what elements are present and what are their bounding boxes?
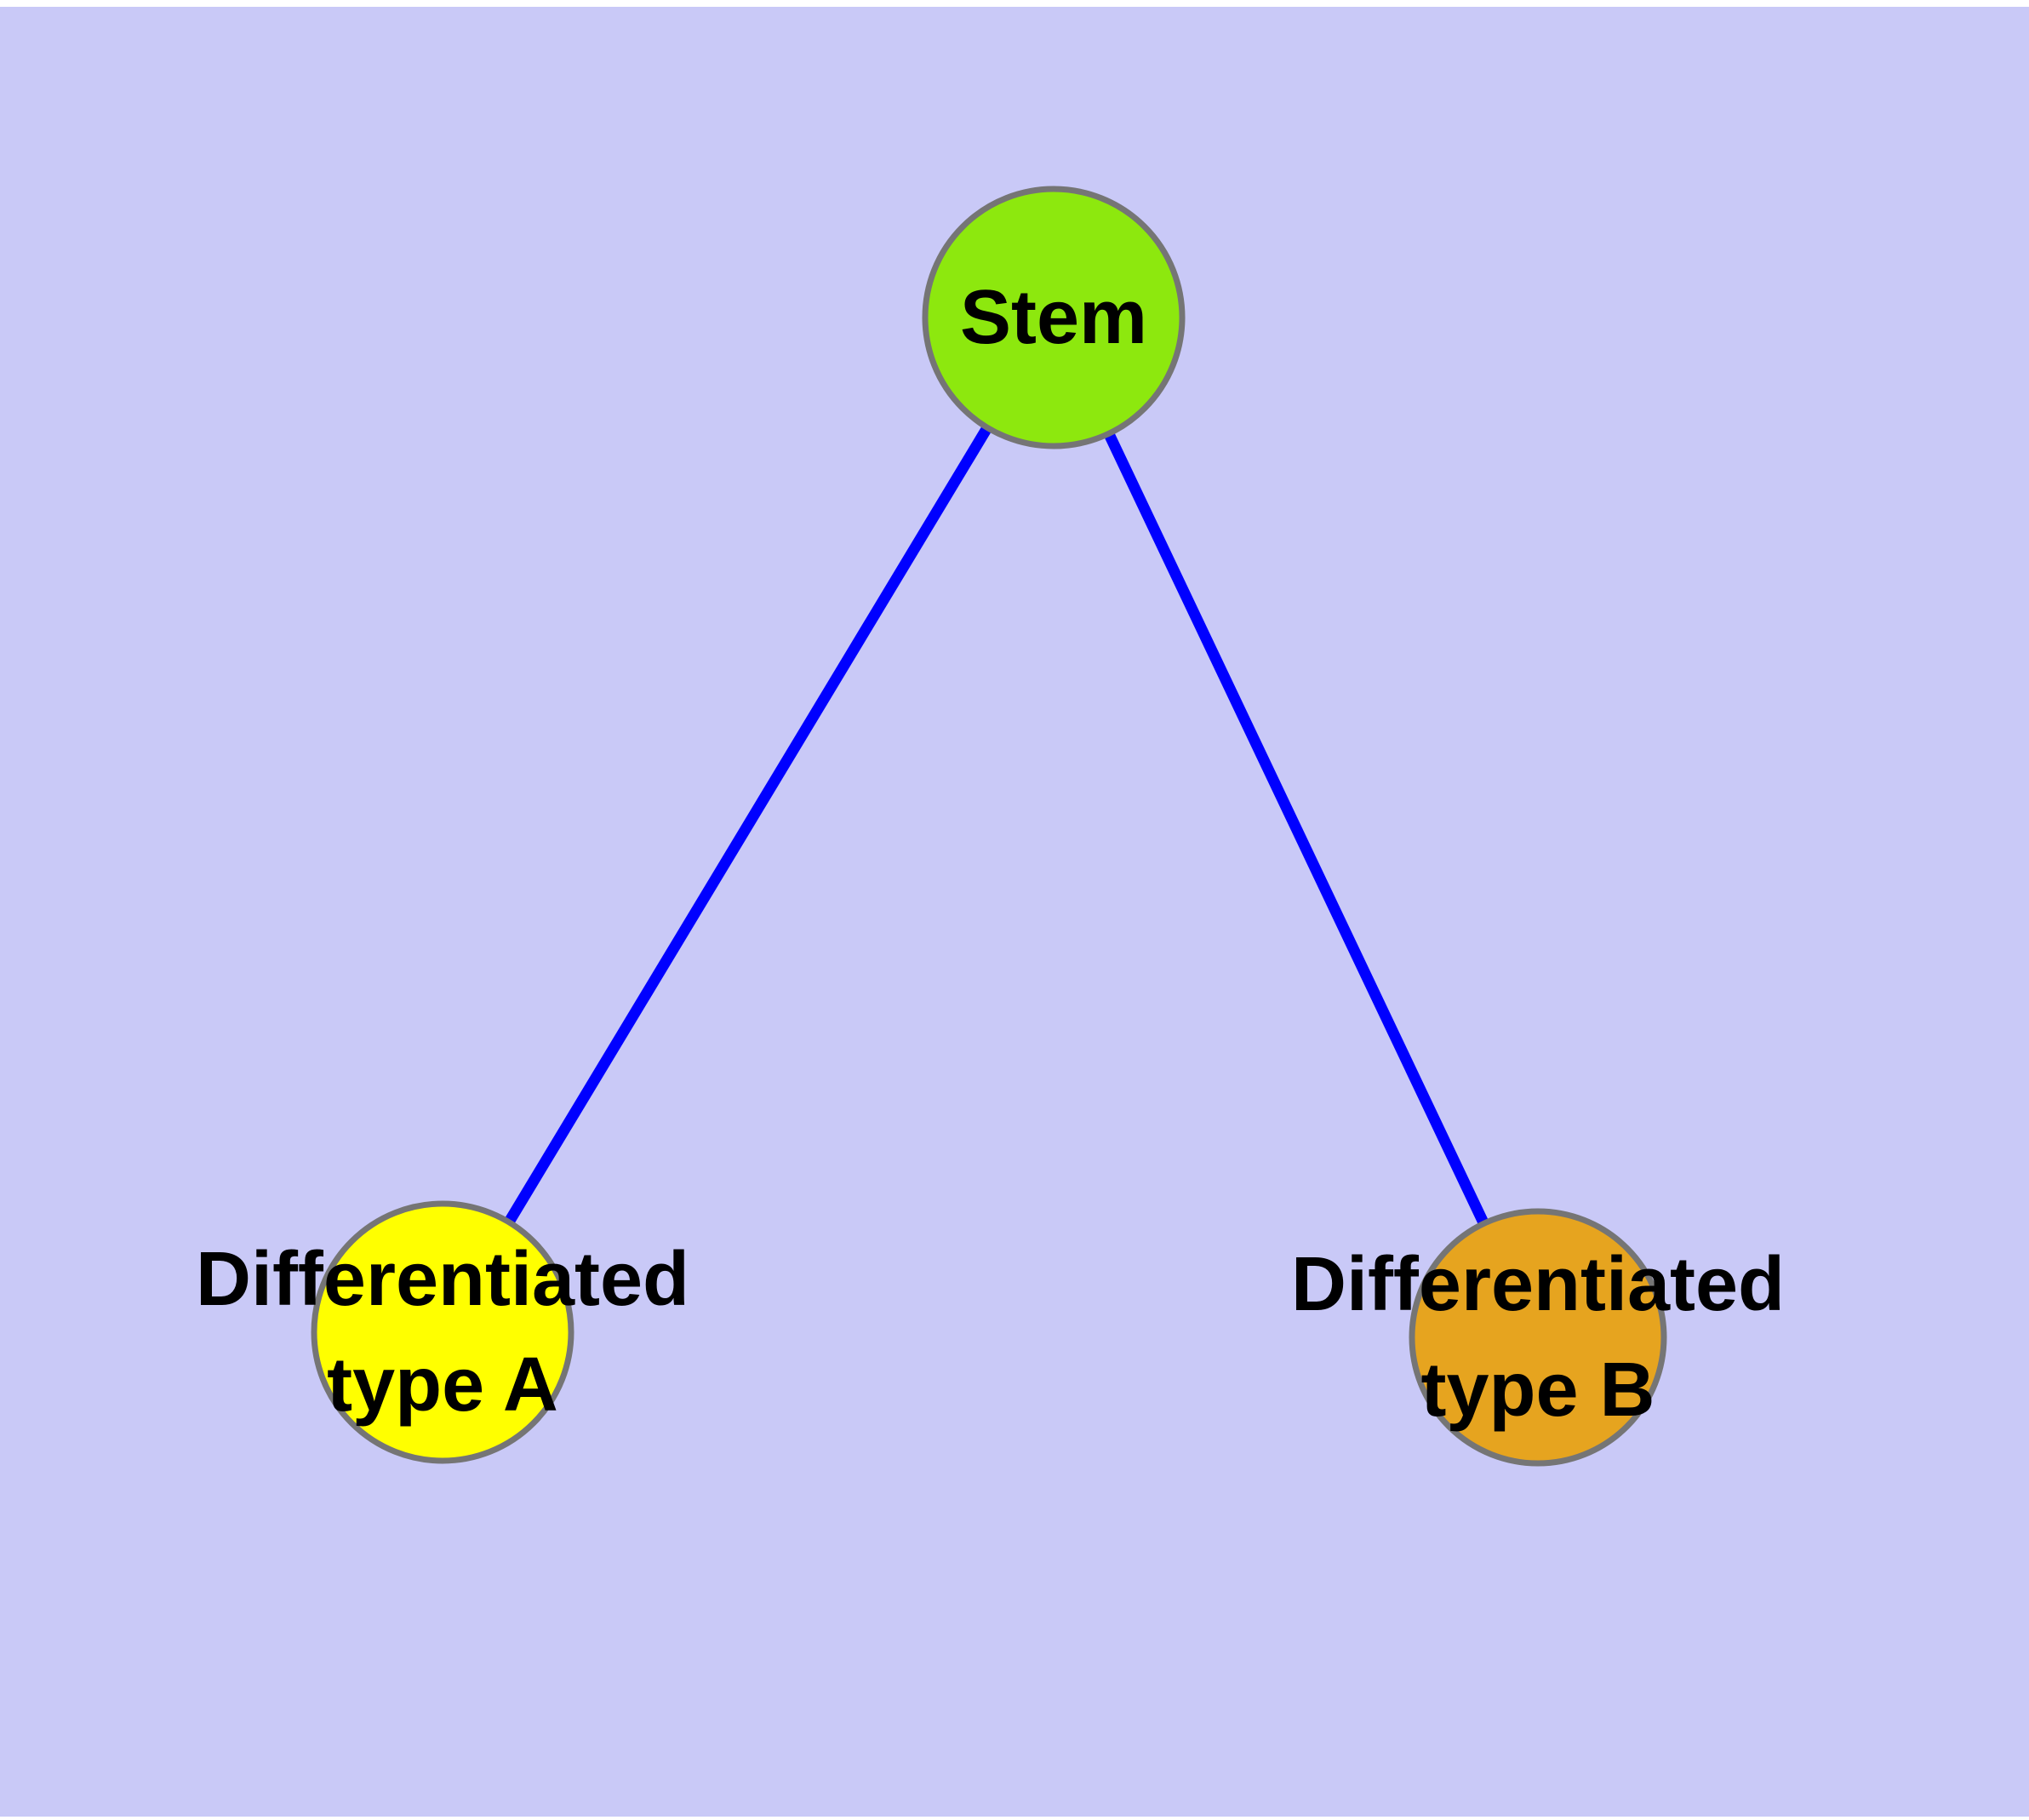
edge-stem-to-type-b (1049, 315, 1543, 1340)
node-stem-cell (922, 186, 1186, 449)
node-differentiated-type-b (1409, 1208, 1667, 1467)
node-stem-cell-label-line-1: Stem (960, 275, 1147, 360)
node-differentiated-type-b-label: Differentiated type B (1291, 1242, 1785, 1433)
node-differentiated-type-b-label-line-1: Differentiated (1291, 1242, 1785, 1327)
node-differentiated-type-a-label-line-2: type A (327, 1342, 558, 1428)
node-differentiated-type-a (311, 1200, 574, 1464)
edge-stem-to-type-a (437, 314, 1059, 1336)
node-differentiated-type-a-label: Differentiated type A (196, 1237, 689, 1428)
node-stem-cell-label: Stem (960, 275, 1147, 360)
node-differentiated-type-b-label-line-2: type B (1420, 1348, 1655, 1433)
node-differentiated-type-a-label-line-1: Differentiated (196, 1237, 689, 1322)
